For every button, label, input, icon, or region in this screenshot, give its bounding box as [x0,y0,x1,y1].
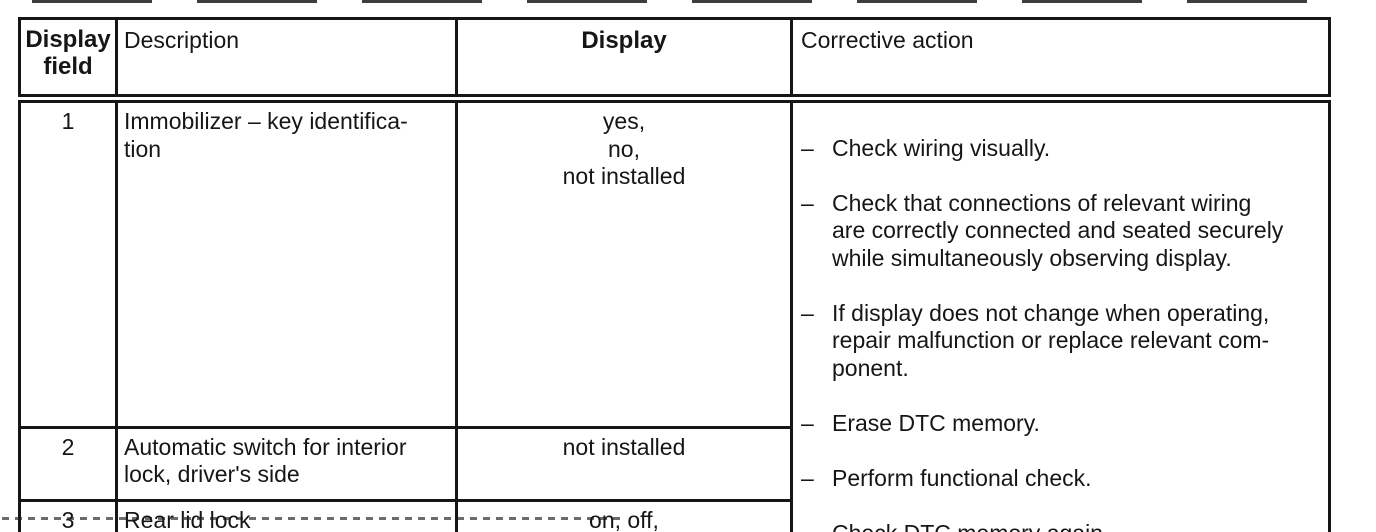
corrective-action-item: – Check that connections of relevant wir… [801,190,1320,273]
table-row-3: 3 Rear lid lock on, off, not installed [18,499,1330,532]
diagnostic-table: Display field Description Display Correc… [18,17,1331,532]
corrective-action-text: If display does not change when operatin… [832,299,1270,381]
scan-artifact-top-line [32,0,1322,3]
col-header-corrective-action: Corrective action [790,17,1331,103]
corrective-action-item: – Perform functional check. [801,465,1320,493]
display-field-number: 3 [18,499,118,532]
display-field-number: 1 [18,97,118,429]
dash-bullet: – [801,464,814,491]
corrective-action-item: – Erase DTC memory. [801,410,1320,438]
description-cell: Rear lid lock [115,499,458,532]
display-field-number: 2 [18,425,118,503]
scan-artifact-bottom-speckles [2,517,622,520]
description-cell: Automatic switch for interior lock, driv… [115,425,458,503]
corrective-action-item: – If display does not change when operat… [801,300,1320,383]
corrective-action-text: Check wiring visually. [832,134,1051,161]
dash-bullet: – [801,299,814,326]
display-value-cell: on, off, not installed [455,499,793,532]
table-row-1: 1 Immobilizer – key identifica- tion yes… [18,97,1331,532]
corrective-action-cell: – Check wiring visually. – Check that co… [790,97,1331,532]
display-value-cell: not installed [455,425,793,503]
corrective-action-item: – Check wiring visually. [801,135,1320,163]
corrective-action-text: Perform functional check. [832,464,1092,491]
dash-bullet: – [801,189,814,216]
col-header-description: Description [115,17,458,103]
dash-bullet: – [801,409,814,436]
table-row-2: 2 Automatic switch for interior lock, dr… [18,425,1330,503]
corrective-action-text: Check that connections of relevant wirin… [832,189,1284,271]
corrective-action-item: – Check DTC memory again. [801,520,1320,532]
display-value-cell: yes, no, not installed [455,97,793,429]
col-header-display: Display [455,17,793,103]
header-row: Display field Description Display Correc… [18,17,1331,103]
dash-bullet: – [801,134,814,161]
corrective-action-text: Erase DTC memory. [832,409,1040,436]
corrective-action-text: Check DTC memory again. [832,520,1109,532]
dash-bullet: – [801,520,832,532]
description-cell: Immobilizer – key identifica- tion [115,97,458,429]
col-header-display-field: Display field [18,17,118,103]
